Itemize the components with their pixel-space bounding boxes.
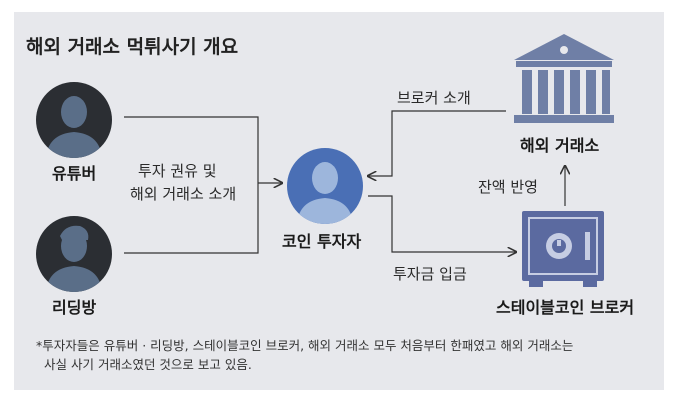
investor-label: 코인 투자자 bbox=[282, 232, 362, 251]
diagram-title: 해외 거래소 먹튀사기 개요 bbox=[26, 36, 239, 58]
exchange-label: 해외 거래소 bbox=[520, 136, 600, 155]
footnote-line-2: 사실 사기 거래소였던 것으로 보고 있음. bbox=[44, 357, 252, 372]
edge-label-broker-intro: 브로커 소개 bbox=[397, 89, 471, 107]
reading-room-label: 리딩방 bbox=[52, 298, 97, 317]
youtuber-label: 유튜버 bbox=[52, 164, 97, 183]
investor-person-icon bbox=[287, 148, 363, 224]
edge-deposit bbox=[368, 195, 516, 252]
edge-broker-intro bbox=[368, 110, 506, 176]
edge-reading-room bbox=[124, 183, 259, 254]
broker-label: 스테이블코인 브로커 bbox=[496, 298, 635, 317]
edge-label-balance: 잔액 반영 bbox=[478, 178, 538, 196]
reading-room-person-icon bbox=[36, 216, 112, 292]
edge-youtuber bbox=[124, 116, 259, 183]
edge-label-solicit-2: 해외 거래소 소개 bbox=[130, 185, 237, 203]
edge-label-solicit-1: 투자 권유 및 bbox=[138, 162, 217, 180]
youtuber-person-icon bbox=[36, 82, 112, 158]
footnote-line-1: *투자자들은 유튜버 · 리딩방, 스테이블코인 브로커, 해외 거래소 모두 … bbox=[36, 338, 574, 353]
exchange-building-icon bbox=[514, 34, 614, 123]
edge-label-deposit: 투자금 입금 bbox=[393, 265, 467, 283]
broker-safe-icon bbox=[522, 211, 604, 287]
